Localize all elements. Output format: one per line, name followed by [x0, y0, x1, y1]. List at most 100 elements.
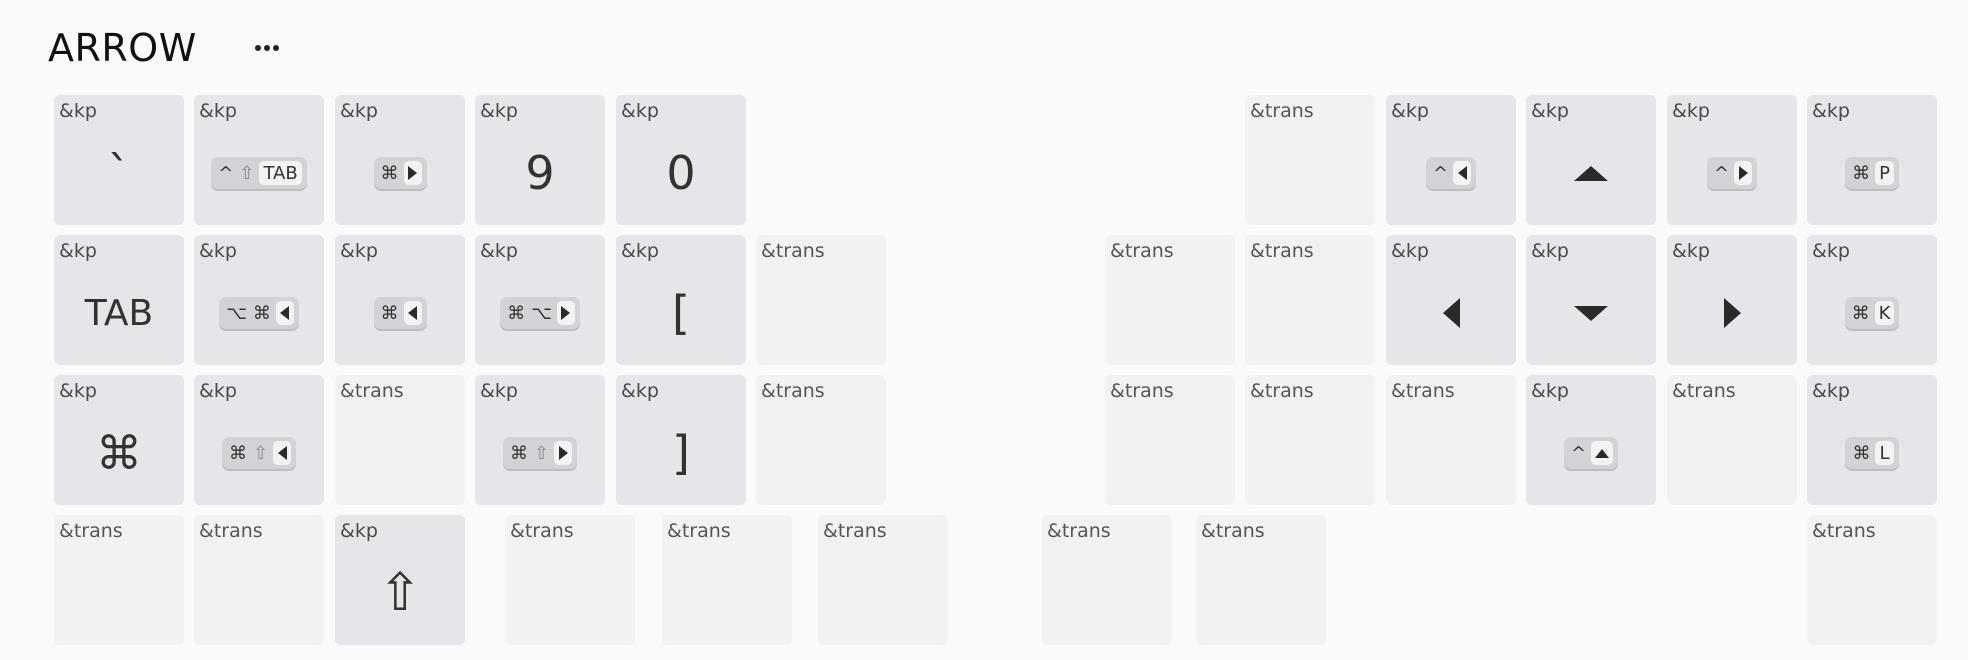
key-r4-c1[interactable]: &trans — [54, 515, 184, 645]
key-r1-c2[interactable]: &kp ^ ⇧ TAB — [194, 95, 324, 225]
key-r2-r2[interactable]: &trans — [1245, 235, 1375, 365]
cmd-modifier: ⌘ — [1852, 162, 1871, 184]
key-binding: &trans — [199, 520, 263, 542]
key-r3-c2[interactable]: &kp ⌘ ⇧ — [194, 375, 324, 505]
right-arrow-icon — [558, 446, 568, 460]
key-r1-r3[interactable]: &kp — [1526, 95, 1656, 225]
key-r3-c4[interactable]: &kp ⌘ ⇧ — [475, 375, 605, 505]
key-combo: ⌥ ⌘ — [219, 297, 299, 329]
key-binding: &trans — [761, 240, 825, 262]
more-options-icon[interactable] — [247, 33, 287, 63]
key-r3-c6[interactable]: &trans — [756, 375, 886, 505]
key-r2-r4[interactable]: &kp — [1526, 235, 1656, 365]
key-thumb-l1[interactable]: &trans — [505, 515, 635, 645]
key-r3-c1[interactable]: &kp ⌘ — [54, 375, 184, 505]
left-arrow-icon — [408, 306, 417, 320]
key-binding: &kp — [1812, 100, 1850, 122]
key-r2-c6[interactable]: &trans — [756, 235, 886, 365]
key-r4-c3[interactable]: &kp ⇧ — [335, 515, 465, 645]
key-r1-c3[interactable]: &kp ⌘ — [335, 95, 465, 225]
key-binding: &trans — [1110, 380, 1174, 402]
key-r2-r3[interactable]: &kp — [1386, 235, 1516, 365]
key-thumb-r2[interactable]: &trans — [1196, 515, 1326, 645]
key-binding: &kp — [480, 240, 518, 262]
key-r1-c5[interactable]: &kp 0 — [616, 95, 746, 225]
key-r3-c3[interactable]: &trans — [335, 375, 465, 505]
cmd-modifier: ⌘ — [380, 302, 399, 324]
key-binding: &trans — [667, 520, 731, 542]
key-r1-c1[interactable]: &kp ` — [54, 95, 184, 225]
key-binding: &kp — [621, 240, 659, 262]
key-legend: L — [1875, 441, 1894, 465]
key-r1-c4[interactable]: &kp 9 — [475, 95, 605, 225]
key-binding: &kp — [1391, 240, 1429, 262]
key-legend: 0 — [666, 146, 696, 200]
key-binding: &kp — [480, 380, 518, 402]
shift-modifier: ⇧ — [533, 442, 550, 464]
up-arrow-icon — [1574, 165, 1608, 181]
key-combo: ^ — [1563, 437, 1619, 469]
cmd-modifier: ⌘ — [1851, 302, 1870, 324]
key-r1-r1[interactable]: &trans — [1245, 95, 1375, 225]
key-binding: &trans — [59, 520, 123, 542]
key-combo: ⌘ ⌥ — [500, 297, 580, 329]
right-arrow-icon — [561, 306, 571, 320]
key-r2-c2[interactable]: &kp ⌥ ⌘ — [194, 235, 324, 365]
key-r3-r5[interactable]: &trans — [1667, 375, 1797, 505]
key-r2-c3[interactable]: &kp ⌘ — [335, 235, 465, 365]
key-r1-r2[interactable]: &kp ^ — [1386, 95, 1516, 225]
key-binding: &kp — [1672, 240, 1710, 262]
key-binding: &trans — [761, 380, 825, 402]
shift-modifier: ⇧ — [252, 442, 269, 464]
key-binding: &kp — [340, 520, 378, 542]
key-thumb-l3[interactable]: &trans — [818, 515, 948, 645]
key-binding: &kp — [340, 100, 378, 122]
right-arrow-icon — [1723, 298, 1741, 328]
key-legend: P — [1875, 161, 1894, 185]
key-r1-r4[interactable]: &kp ^ — [1667, 95, 1797, 225]
key-legend: TAB — [84, 292, 154, 334]
key-r2-c1[interactable]: &kp TAB — [54, 235, 184, 365]
key-thumb-l2[interactable]: &trans — [662, 515, 792, 645]
key-combo: ⌘ — [373, 157, 427, 189]
alt-modifier: ⌥ — [226, 302, 247, 324]
key-binding: &trans — [1812, 520, 1876, 542]
key-binding: &trans — [1047, 520, 1111, 542]
key-r2-r6[interactable]: &kp ⌘ K — [1807, 235, 1937, 365]
key-r3-c5[interactable]: &kp ] — [616, 375, 746, 505]
key-binding: &trans — [1110, 240, 1174, 262]
key-r3-r2[interactable]: &trans — [1245, 375, 1375, 505]
key-binding: &kp — [621, 380, 659, 402]
key-r3-r1[interactable]: &trans — [1105, 375, 1235, 505]
key-r3-r4[interactable]: &kp ^ — [1526, 375, 1656, 505]
key-r2-r5[interactable]: &kp — [1667, 235, 1797, 365]
ctrl-modifier: ^ — [1432, 162, 1449, 184]
alt-modifier: ⌥ — [531, 302, 552, 324]
key-binding: &kp — [1531, 240, 1569, 262]
down-arrow-icon — [1574, 305, 1608, 321]
ctrl-modifier: ^ — [218, 162, 234, 184]
key-thumb-r1[interactable]: &trans — [1042, 515, 1172, 645]
key-r1-r5[interactable]: &kp ⌘ P — [1807, 95, 1937, 225]
key-binding: &trans — [510, 520, 574, 542]
key-combo: ⌘ K — [1844, 297, 1900, 329]
key-r2-c4[interactable]: &kp ⌘ ⌥ — [475, 235, 605, 365]
up-arrow-icon — [1595, 448, 1610, 458]
key-r2-r1[interactable]: &trans — [1105, 235, 1235, 365]
cmd-modifier: ⌘ — [252, 302, 271, 324]
layer-header: ARROW — [48, 24, 287, 72]
key-binding: &kp — [59, 240, 97, 262]
key-binding: &kp — [1812, 380, 1850, 402]
key-binding: &kp — [1531, 380, 1569, 402]
key-r4-r6[interactable]: &trans — [1807, 515, 1937, 645]
key-r2-c5[interactable]: &kp [ — [616, 235, 746, 365]
key-legend: K — [1874, 301, 1895, 325]
key-binding: &kp — [480, 100, 518, 122]
key-binding: &kp — [1531, 100, 1569, 122]
key-r3-r6[interactable]: &kp ⌘ L — [1807, 375, 1937, 505]
key-r3-r3[interactable]: &trans — [1386, 375, 1516, 505]
key-combo: ^ ⇧ TAB — [211, 157, 307, 189]
left-arrow-icon — [1457, 166, 1467, 180]
key-r4-c2[interactable]: &trans — [194, 515, 324, 645]
key-binding: &kp — [59, 380, 97, 402]
